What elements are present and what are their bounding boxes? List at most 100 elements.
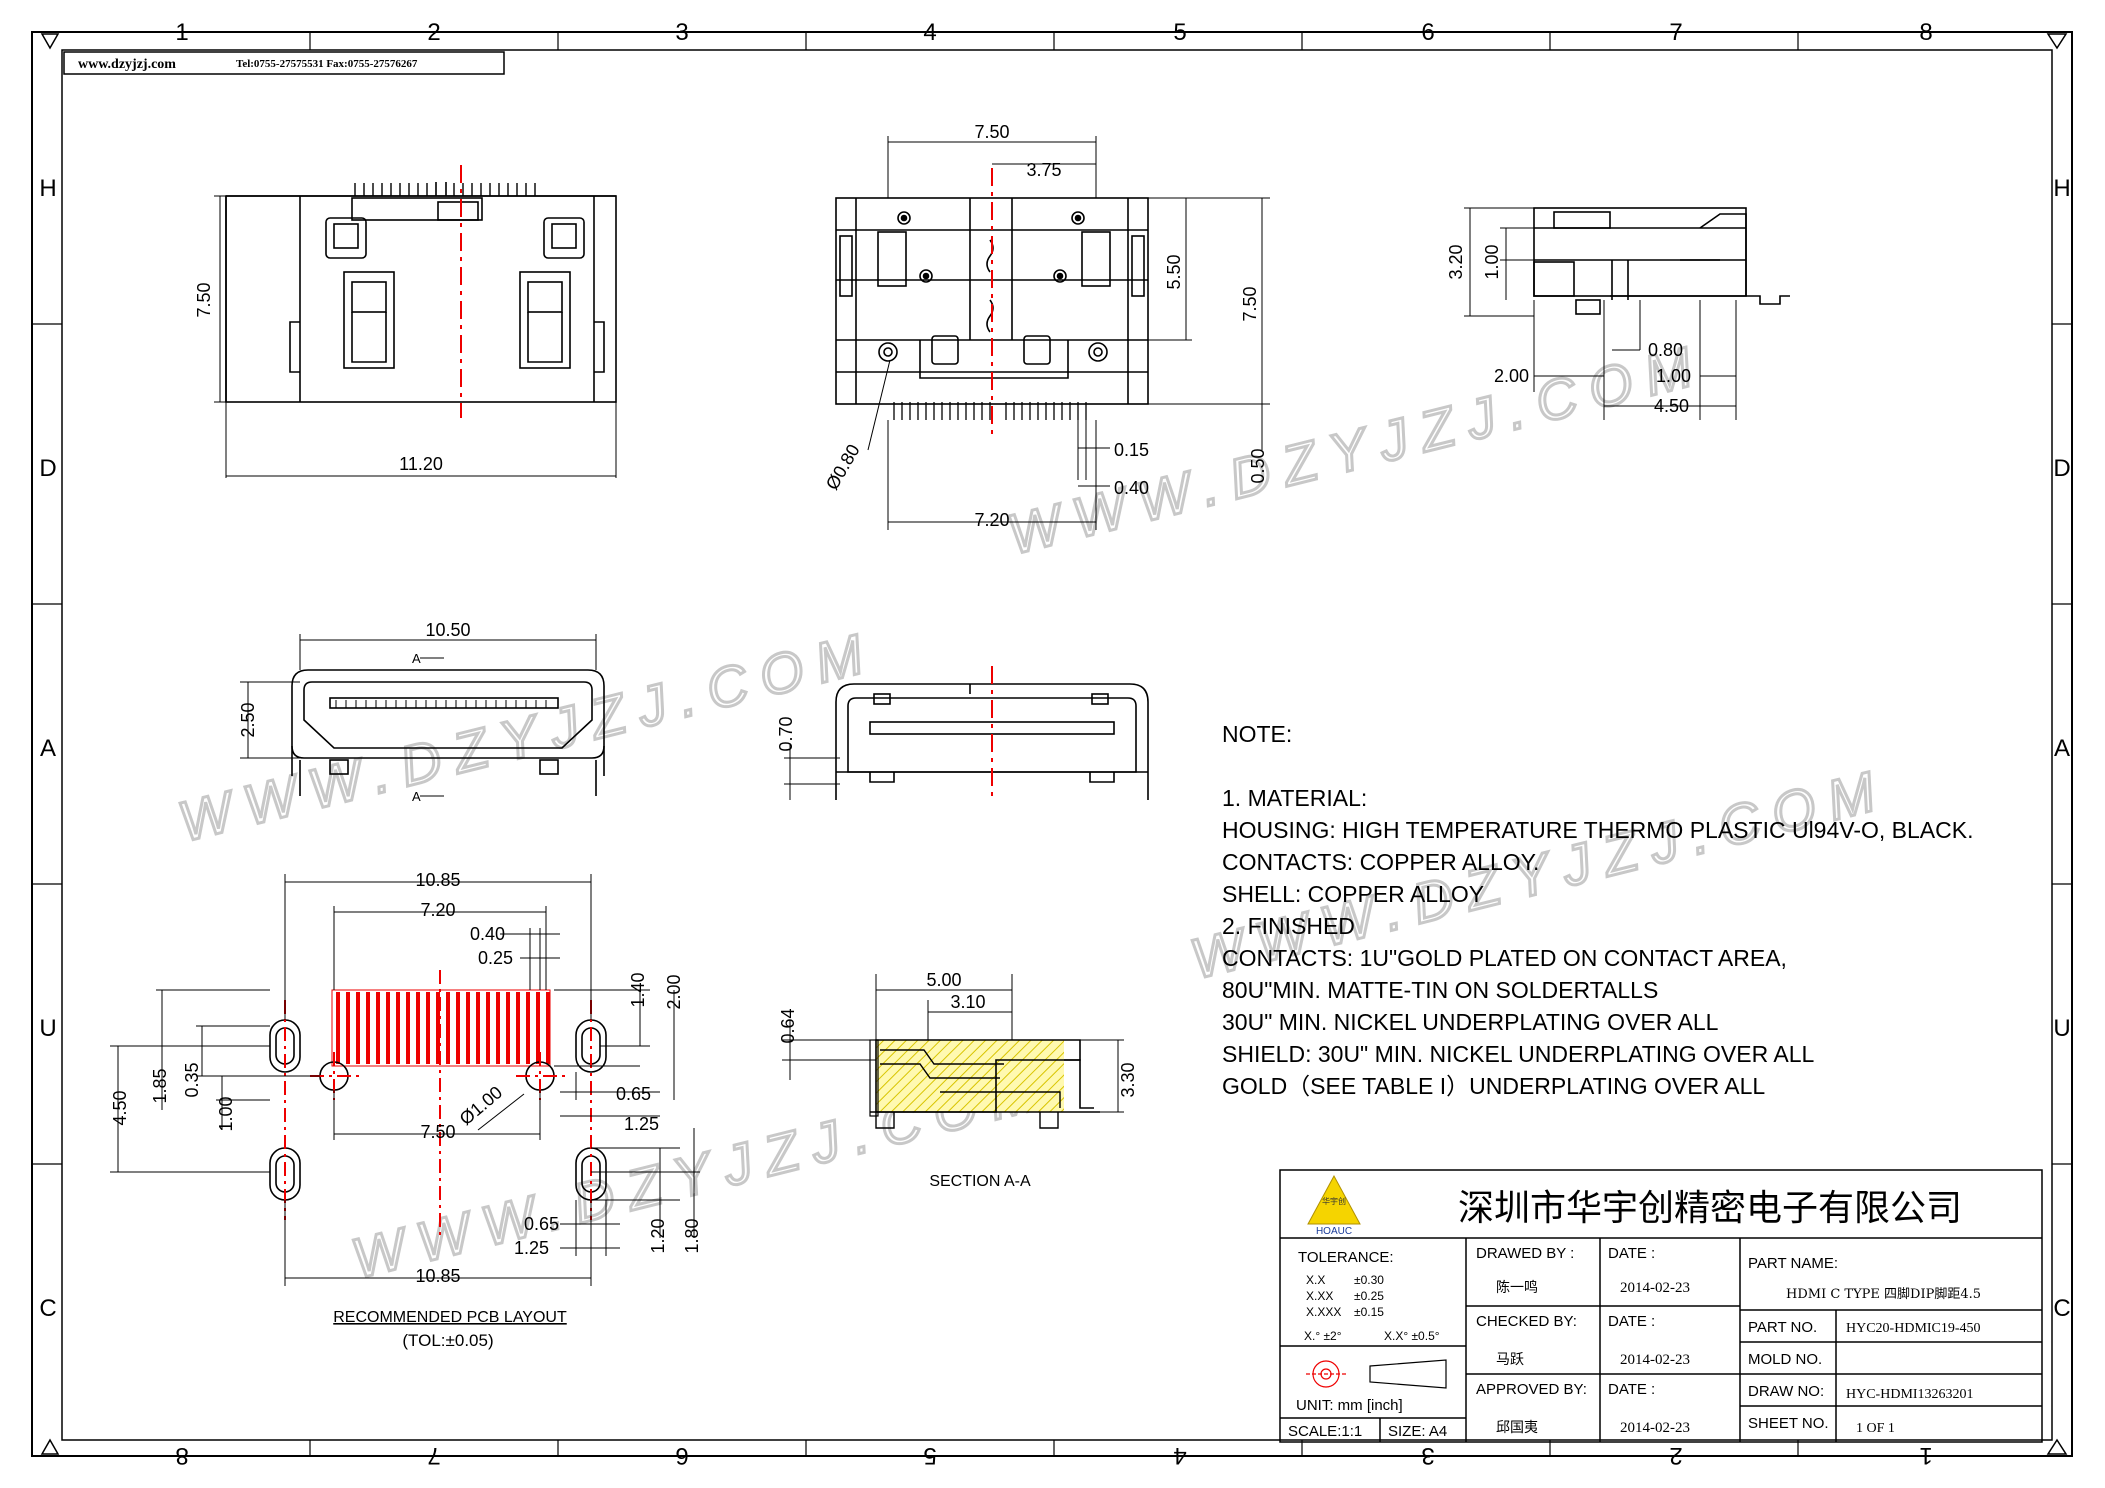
section-mark: A xyxy=(412,651,421,666)
zone-label-right: C xyxy=(2053,1295,2070,1322)
zone-label-bottom: 1 xyxy=(1919,1442,1932,1469)
dimension-label: 7.20 xyxy=(420,900,455,920)
zone-label-right: A xyxy=(2054,735,2070,762)
dimension-label: 0.15 xyxy=(1114,440,1149,460)
dimension-label: 0.65 xyxy=(524,1214,559,1234)
sheet-no-value: 1 OF 1 xyxy=(1856,1421,1895,1436)
tolerance-label: TOLERANCE: xyxy=(1298,1249,1394,1266)
tolerance-key: X.XXX xyxy=(1306,1305,1341,1319)
date-label: DATE : xyxy=(1608,1245,1655,1262)
dimension-label: 10.85 xyxy=(415,870,460,890)
pcb-pads xyxy=(336,992,550,1064)
dimension-label: 5.00 xyxy=(926,970,961,990)
zone-label-left: U xyxy=(39,1015,56,1042)
dimension-label: 1.00 xyxy=(1656,366,1691,386)
zone-label-left: H xyxy=(39,175,56,202)
dimension-label: 4.50 xyxy=(110,1090,130,1125)
zone-label-bottom: 3 xyxy=(1421,1442,1434,1469)
dimension-label: 10.85 xyxy=(415,1266,460,1286)
logo-cn: 华宇创 xyxy=(1322,1196,1346,1206)
dimension-label: 2.50 xyxy=(238,702,258,737)
zone-label-bottom: 2 xyxy=(1669,1442,1682,1469)
mold-no-label: MOLD NO. xyxy=(1748,1351,1822,1368)
zone-label-top: 1 xyxy=(175,19,188,46)
header-contact-box: www.dzyjzj.com Tel:0755-27575531 Fax:075… xyxy=(63,51,505,75)
dimension-label: 0.25 xyxy=(478,948,513,968)
date-value: 2014-02-23 xyxy=(1620,1280,1690,1296)
zone-label-left: D xyxy=(39,455,56,482)
dimension-label: 7.50 xyxy=(1240,286,1260,321)
notes-block: NOTE: 1. MATERIAL: HOUSING: HIGH TEMPERA… xyxy=(1222,721,1973,1099)
dim-lines-front xyxy=(240,634,597,797)
side-view-right xyxy=(1533,207,1790,315)
angle-tolerance: X.X° ±0.5° xyxy=(1384,1329,1440,1343)
company-name: 深圳市华宇创精密电子有限公司 xyxy=(1458,1188,1962,1229)
front-view xyxy=(291,669,605,796)
dimension-label: 0.40 xyxy=(470,924,505,944)
pcb-layout-title: RECOMMENDED PCB LAYOUT xyxy=(333,1309,567,1326)
zone-label-top: 2 xyxy=(427,19,440,46)
tolerance-value: ±0.15 xyxy=(1354,1305,1384,1319)
draw-no-label: DRAW NO: xyxy=(1748,1383,1824,1400)
dimension-label: 0.65 xyxy=(616,1084,651,1104)
note-line: SHIELD: 30U" MIN. NICKEL UNDERPLATING OV… xyxy=(1222,1041,1814,1067)
dimension-label: 0.70 xyxy=(776,716,796,751)
checked-by-value: 马跃 xyxy=(1496,1352,1524,1368)
logo-text: HOAUC xyxy=(1316,1226,1352,1237)
corner-triangles xyxy=(40,33,2068,1455)
dimension-label: 3.30 xyxy=(1118,1062,1138,1097)
watermark: WWW.DZYJZJ.COM WWW.DZYJZJ.COM WWW.DZYJZJ… xyxy=(171,330,1897,1292)
checked-by-label: CHECKED BY: xyxy=(1476,1313,1577,1330)
dimension-label: 3.20 xyxy=(1446,244,1466,279)
dimension-label: 1.20 xyxy=(648,1218,668,1253)
dim-lines-top-right xyxy=(1464,207,1737,420)
approved-by-value: 邱国夷 xyxy=(1496,1420,1538,1436)
dimension-label: 7.20 xyxy=(974,510,1009,530)
sheet-no-label: SHEET NO. xyxy=(1748,1415,1829,1432)
dimension-label: 0.64 xyxy=(778,1008,798,1043)
zone-label-left: C xyxy=(39,1295,56,1322)
unit-label: UNIT: mm [inch] xyxy=(1296,1397,1403,1414)
date-label: DATE : xyxy=(1608,1313,1655,1330)
note-line: 1. MATERIAL: xyxy=(1222,785,1367,811)
company-logo: 华宇创 HOAUC xyxy=(1307,1174,1361,1237)
dimension-label: 3.10 xyxy=(950,992,985,1012)
top-view-left xyxy=(225,182,617,403)
part-name-label: PART NAME: xyxy=(1748,1255,1838,1272)
note-line: 2. FINISHED xyxy=(1222,913,1355,939)
drawn-by-label: DRAWED BY : xyxy=(1476,1245,1574,1262)
zone-label-right: H xyxy=(2053,175,2070,202)
dim-lines-top-left xyxy=(214,195,617,478)
zone-label-top: 3 xyxy=(675,19,688,46)
dimension-label: 1.40 xyxy=(628,972,648,1007)
dimension-label: 2.00 xyxy=(1494,366,1529,386)
dimension-label: 7.50 xyxy=(194,282,214,317)
contact-info: Tel:0755-27575531 Fax:0755-27576267 xyxy=(236,58,418,70)
site-url: www.dzyjzj.com xyxy=(78,57,176,72)
zone-label-bottom: 6 xyxy=(675,1442,688,1469)
dimension-label: 1.00 xyxy=(216,1096,236,1131)
section-title: SECTION A-A xyxy=(929,1173,1031,1190)
dimension-label: 1.25 xyxy=(514,1238,549,1258)
zone-ticks xyxy=(32,32,2072,1456)
title-block xyxy=(1279,1169,2043,1443)
pcb-layout-tolerance: (TOL:±0.05) xyxy=(402,1331,493,1350)
zone-label-bottom: 5 xyxy=(923,1442,936,1469)
note-line: GOLD（SEE TABLE I）UNDERPLATING OVER ALL xyxy=(1222,1073,1765,1099)
note-line: NOTE: xyxy=(1222,721,1292,747)
zone-label-left: A xyxy=(40,735,56,762)
dimension-label: 1.25 xyxy=(624,1114,659,1134)
zone-label-top: 5 xyxy=(1173,19,1186,46)
zone-label-bottom: 7 xyxy=(427,1442,440,1469)
dimension-label: 0.80 xyxy=(1648,340,1683,360)
dim-lines-section xyxy=(782,974,1124,1113)
zone-label-right: D xyxy=(2053,455,2070,482)
dimension-label: 7.50 xyxy=(974,122,1009,142)
dimension-label: 7.50 xyxy=(420,1122,455,1142)
size-label: SIZE: A4 xyxy=(1388,1423,1447,1440)
zone-label-right: U xyxy=(2053,1015,2070,1042)
zone-label-top: 7 xyxy=(1669,19,1682,46)
dimension-label: 3.75 xyxy=(1026,160,1061,180)
note-line: CONTACTS: 1U"GOLD PLATED ON CONTACT AREA… xyxy=(1222,945,1787,971)
dimension-label: 0.35 xyxy=(182,1062,202,1097)
